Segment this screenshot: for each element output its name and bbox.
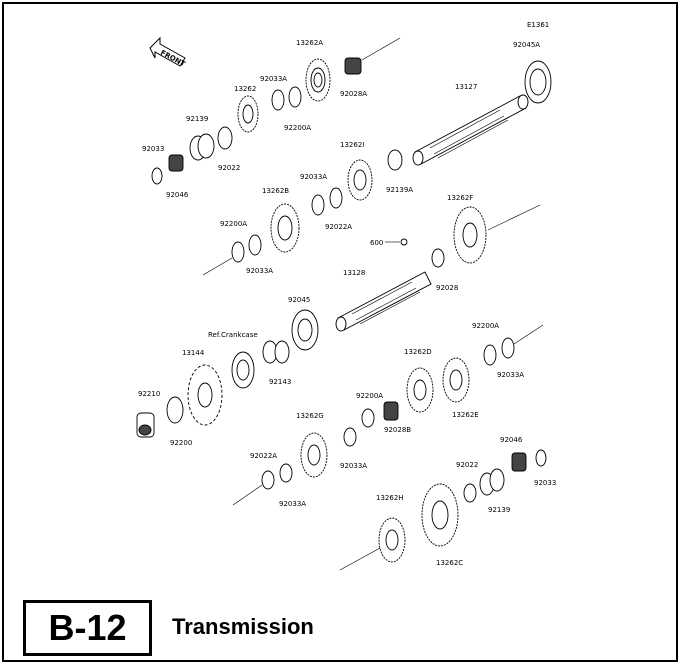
gear-13262A[interactable] <box>305 58 331 102</box>
label-92200: 92200 <box>170 439 192 447</box>
label-92139: 92139 <box>186 115 208 123</box>
gear-13262B[interactable] <box>270 203 300 253</box>
label-13262D: 13262D <box>404 348 432 356</box>
front-arrow-icon: FRONT <box>149 36 187 68</box>
collar-92139[interactable] <box>189 133 215 161</box>
circlip-92033A-mid[interactable] <box>311 194 325 216</box>
needle-bearing-92046[interactable] <box>168 154 184 172</box>
label-92028B: 92028B <box>384 426 411 434</box>
label-13262I: 13262I <box>340 141 364 149</box>
label-92022-2: 92022 <box>456 461 478 469</box>
label-13262H: 13262H <box>376 494 404 502</box>
collar-92143[interactable] <box>262 340 290 364</box>
label-92200A-2: 92200A <box>220 220 247 228</box>
circlip-92033[interactable] <box>151 167 163 185</box>
label-92045A: 92045A <box>513 41 540 49</box>
label-92045: 92045 <box>288 296 310 304</box>
needle-bearing-92028B[interactable] <box>383 401 399 421</box>
label-13128: 13128 <box>343 269 365 277</box>
label-92033A-5: 92033A <box>340 462 367 470</box>
washer-92022-right[interactable] <box>463 483 477 503</box>
circlip-92033A-bottom[interactable] <box>279 463 293 483</box>
gear-13262E[interactable] <box>442 357 470 403</box>
label-92022A-2: 92022A <box>250 452 277 460</box>
collar-92139A[interactable] <box>387 149 403 171</box>
circlip-92033A-lower[interactable] <box>343 427 357 447</box>
label-92033A-4: 92033A <box>497 371 524 379</box>
label-92200A-4: 92200A <box>356 392 383 400</box>
figure-id: E1361 <box>527 21 549 29</box>
gear-13262D[interactable] <box>406 367 434 413</box>
label-13127: 13127 <box>455 83 477 91</box>
needle-bearing-92028[interactable] <box>431 248 445 268</box>
gear-13262[interactable] <box>237 95 259 133</box>
gear-13262C[interactable] <box>421 483 459 547</box>
shaft-13128[interactable] <box>335 271 432 332</box>
circlip-92033-right[interactable] <box>535 449 547 467</box>
label-13262F: 13262F <box>447 194 473 202</box>
label-92033A-1: 92033A <box>260 75 287 83</box>
circlip-92033A-right[interactable] <box>501 337 515 359</box>
label-13144: 13144 <box>182 349 205 357</box>
label-92033A-3: 92033A <box>246 267 273 275</box>
callout-600 <box>385 238 408 246</box>
label-92033A-6: 92033A <box>279 500 306 508</box>
label-92033-2: 92033 <box>534 479 556 487</box>
shaft-13127[interactable] <box>412 94 529 166</box>
label-92046: 92046 <box>166 191 189 199</box>
label-13262C: 13262C <box>436 559 463 567</box>
label-ref-crankcase: Ref.Crankcase <box>208 331 258 339</box>
needle-bearing-92028A[interactable] <box>344 57 362 75</box>
ball-bearing-92045[interactable] <box>291 309 319 351</box>
oil-seal-ref-crankcase <box>231 351 255 389</box>
washer-92200A-right[interactable] <box>483 344 497 366</box>
washer-92022A-bottom[interactable] <box>261 470 275 490</box>
gear-13262F[interactable] <box>453 206 487 264</box>
label-92022A-1: 92022A <box>325 223 352 231</box>
gear-13262H[interactable] <box>378 517 406 563</box>
washer-92022A-top[interactable] <box>329 187 343 209</box>
label-13262E: 13262E <box>452 411 479 419</box>
label-13262G: 13262G <box>296 412 324 420</box>
label-92200A-1: 92200A <box>284 124 311 132</box>
label-92033: 92033 <box>142 145 164 153</box>
washer-92200A-left[interactable] <box>231 241 245 263</box>
section-code-box: B-12 <box>23 600 152 656</box>
label-92046-2: 92046 <box>500 436 523 444</box>
gear-13262G[interactable] <box>300 432 328 478</box>
circlip-92033A-left[interactable] <box>248 234 262 256</box>
sprocket-13144[interactable] <box>187 364 223 426</box>
washer-92200[interactable] <box>166 396 184 424</box>
section-title: Transmission <box>172 614 314 639</box>
label-92028A: 92028A <box>340 90 367 98</box>
needle-bearing-92046-right[interactable] <box>511 452 527 472</box>
label-600: 600 <box>370 239 383 247</box>
nut-92210[interactable] <box>136 412 155 438</box>
ball-bearing-92045A[interactable] <box>524 60 552 104</box>
label-13262A: 13262A <box>296 39 323 47</box>
washer-92022[interactable] <box>217 126 233 150</box>
label-92139A: 92139A <box>386 186 413 194</box>
label-92033A-2: 92033A <box>300 173 327 181</box>
washer-92200A-lower[interactable] <box>361 408 375 428</box>
label-92200A-3: 92200A <box>472 322 499 330</box>
label-13262B: 13262B <box>262 187 289 195</box>
label-92143: 92143 <box>269 378 291 386</box>
circlip-92033A-top[interactable] <box>271 89 285 111</box>
label-92022: 92022 <box>218 164 240 172</box>
label-92028: 92028 <box>436 284 458 292</box>
washer-92200A-top[interactable] <box>288 86 302 108</box>
gear-13262I[interactable] <box>347 159 373 201</box>
collar-92139-right[interactable] <box>479 468 505 496</box>
label-13262: 13262 <box>234 85 256 93</box>
label-92210: 92210 <box>138 390 160 398</box>
label-92139-2: 92139 <box>488 506 510 514</box>
